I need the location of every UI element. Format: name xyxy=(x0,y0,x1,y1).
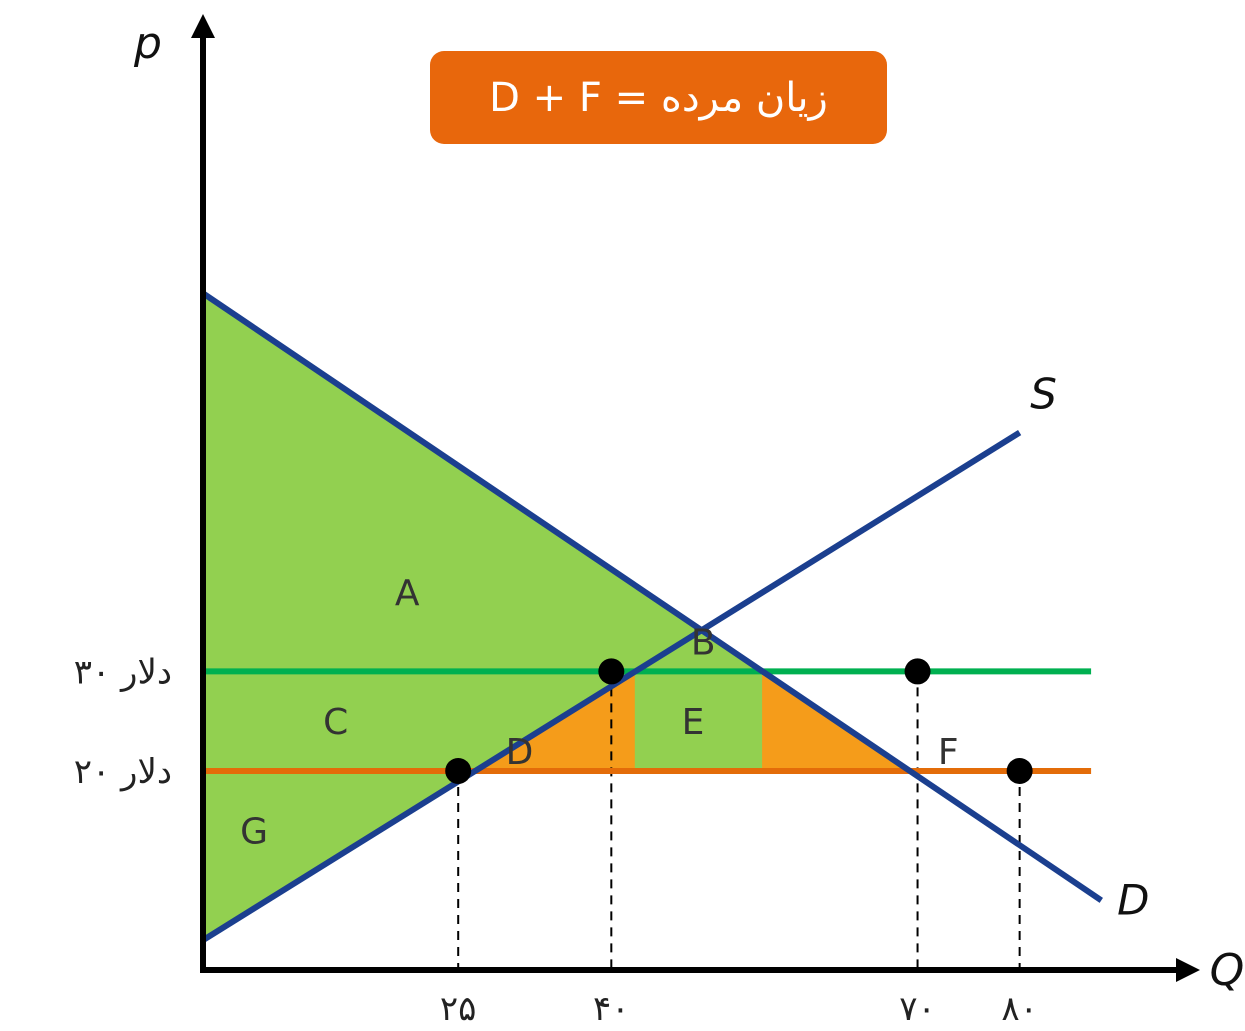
region-a xyxy=(202,292,703,672)
supply-curve xyxy=(201,430,1022,943)
point-q25-p20 xyxy=(445,757,472,784)
region-label-f: F xyxy=(938,732,959,773)
chart-text: A B C D E F G ۲۵ ۴۰ ۷۰ ۸۰ ۳۰ دلار ۲۰ دلار pQ S D xyxy=(74,18,1245,1029)
deadweight-loss-banner-text: زیان مرده = D + F xyxy=(489,74,828,121)
point-q80-p20 xyxy=(1006,757,1033,784)
x-tick-label-40: ۴۰ xyxy=(593,989,630,1029)
x-tick-label-80: ۸۰ xyxy=(1001,989,1038,1029)
point-q40-p30 xyxy=(598,658,625,685)
region-label-a: A xyxy=(395,573,420,614)
supply-curve-label: S xyxy=(1030,370,1057,419)
supply-demand-curves xyxy=(201,290,1103,943)
point-q70-p30 xyxy=(904,658,931,685)
y-axis-label: p xyxy=(133,18,162,69)
x-tick-label-70: ۷۰ xyxy=(899,989,936,1029)
quantity-dashed-lines xyxy=(457,671,1021,970)
x-axis-arrow-icon xyxy=(1176,958,1200,982)
region-label-e: E xyxy=(682,702,705,743)
demand-curve-label: D xyxy=(1117,875,1149,924)
equilibrium-points xyxy=(445,658,1033,784)
region-label-d: D xyxy=(506,732,534,773)
price-lines xyxy=(203,668,1092,774)
y-tick-label-20: ۲۰ دلار xyxy=(74,752,172,792)
x-tick-label-25: ۲۵ xyxy=(440,989,477,1029)
y-tick-label-30: ۳۰ دلار xyxy=(74,652,172,692)
region-label-b: B xyxy=(691,623,716,664)
region-label-g: G xyxy=(240,812,268,853)
region-label-c: C xyxy=(323,702,348,743)
y-axis-arrow-icon xyxy=(191,14,215,38)
shaded-regions xyxy=(202,292,912,941)
axes xyxy=(191,14,1200,982)
x-axis-label: Q xyxy=(1210,945,1245,996)
demand-curve xyxy=(201,290,1103,903)
deadweight-loss-banner: زیان مرده = D + F xyxy=(430,51,887,144)
